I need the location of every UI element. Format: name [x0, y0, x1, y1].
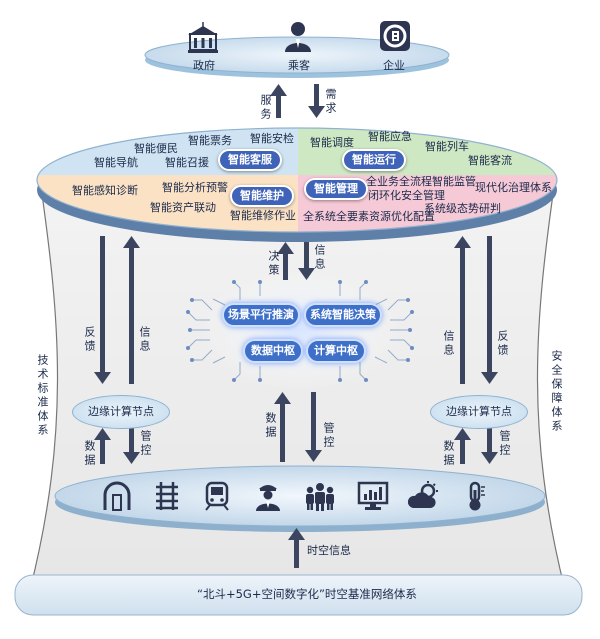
info-label-left: 信息 — [138, 326, 151, 354]
badge-smart-operation: 智能运行 — [342, 149, 406, 171]
item-navigation: 智能导航 — [94, 156, 138, 169]
info-label-right: 信息 — [442, 330, 455, 358]
feedback-label-left: 反馈 — [83, 326, 96, 354]
edge-computing-node-left: 边缘计算节点 — [72, 395, 170, 429]
item-security-check: 智能安检 — [250, 132, 294, 145]
item-closed-loop-safety: 闭环化安全管理 — [368, 189, 445, 202]
feedback-label-right: 反馈 — [496, 330, 509, 358]
item-passenger-flow: 智能客流 — [468, 154, 512, 167]
item-analysis-warning: 智能分析预警 — [162, 181, 228, 194]
item-convenience: 智能便民 — [134, 142, 178, 155]
decision-label: 决策 — [267, 250, 280, 278]
thermometer-icon — [469, 481, 485, 511]
service-label: 服务 — [259, 94, 272, 122]
demand-label: 需求 — [324, 88, 337, 116]
government-icon — [188, 22, 218, 53]
badge-smart-maintenance: 智能维护 — [230, 185, 294, 207]
item-full-process-supervision: 全业务全流程智能监管 — [366, 175, 476, 188]
badge-smart-management: 智能管理 — [304, 178, 368, 200]
data-label-left: 数据 — [83, 440, 96, 468]
weather-icon — [407, 481, 438, 508]
enterprise-icon — [380, 21, 410, 51]
item-rescue: 智能召援 — [165, 156, 209, 169]
government-label: 政府 — [193, 59, 215, 72]
scene-simulation-box: 场景平行推演 — [222, 303, 300, 327]
badge-smart-customer-service: 智能客服 — [218, 149, 282, 171]
spatiotemporal-info-label: 时空信息 — [307, 544, 351, 557]
passenger-label: 乘客 — [288, 59, 310, 72]
monitor-icon — [357, 481, 389, 510]
data-label-right: 数据 — [442, 440, 455, 468]
base-network-label: “北斗+5G+空间数字化”时空基准网络体系 — [197, 587, 417, 601]
crowd-icon — [306, 483, 334, 511]
item-maintenance-ops: 智能维修作业 — [230, 209, 296, 222]
item-dispatch: 智能调度 — [310, 136, 354, 149]
passenger-icon — [285, 22, 311, 52]
item-modern-governance: 现代化治理体系 — [475, 181, 552, 194]
item-emergency: 智能应急 — [368, 130, 412, 143]
data-label-center: 数据 — [264, 412, 277, 440]
item-perception-diagnosis: 智能感知诊断 — [72, 184, 138, 197]
standards-system-label: 技术标准体系 — [36, 354, 49, 438]
item-train: 智能列车 — [425, 140, 469, 153]
track-icon — [156, 482, 178, 510]
enterprise-label: 企业 — [383, 59, 405, 72]
system-decision-box: 系统智能决策 — [304, 303, 382, 327]
control-label-left: 管控 — [139, 430, 152, 458]
compute-hub-box: 计算中枢 — [306, 339, 366, 363]
item-resource-optimization: 全系统全要素资源优化配置 — [303, 210, 435, 223]
item-ticketing: 智能票务 — [188, 134, 232, 147]
train-icon — [205, 481, 229, 511]
item-situation-analysis: 系统级态势研判 — [424, 202, 501, 215]
edge-computing-node-right: 边缘计算节点 — [430, 395, 528, 429]
tunnel-icon — [103, 481, 131, 511]
control-label-center: 管控 — [322, 422, 335, 450]
item-asset-linkage: 智能资产联动 — [150, 201, 216, 214]
info-label-center: 信息 — [313, 244, 326, 272]
staff-icon — [256, 485, 280, 511]
control-label-right: 管控 — [498, 430, 511, 458]
data-hub-box: 数据中枢 — [243, 339, 303, 363]
security-system-label: 安全保障体系 — [550, 350, 563, 434]
